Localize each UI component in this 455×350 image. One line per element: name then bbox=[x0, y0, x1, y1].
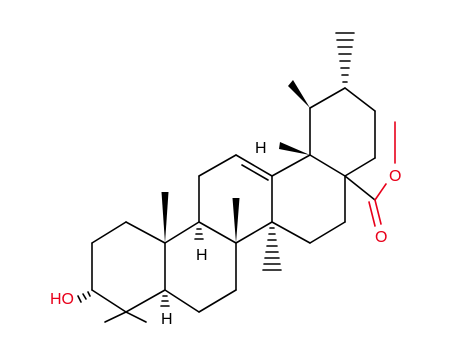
bond bbox=[125, 289, 166, 313]
bond bbox=[271, 221, 311, 244]
bond bbox=[271, 154, 311, 177]
bond bbox=[309, 154, 346, 177]
bond bbox=[198, 221, 237, 244]
ring-a bbox=[91, 221, 166, 313]
bond bbox=[235, 154, 273, 177]
hydroxyl-label: HO bbox=[50, 291, 74, 308]
hashed-bonds bbox=[77, 32, 355, 307]
wedge-bond-c18-h bbox=[279, 142, 310, 155]
bond bbox=[344, 157, 376, 177]
bond bbox=[235, 221, 273, 244]
bond-c-o-double-a bbox=[374, 199, 382, 225]
bond bbox=[309, 221, 346, 244]
ester-double-o-label: O bbox=[375, 229, 387, 246]
bond bbox=[198, 154, 237, 177]
bond bbox=[344, 87, 376, 112]
methyl-ester-group bbox=[344, 121, 396, 227]
ester-single-o-label: O bbox=[389, 168, 401, 185]
bond bbox=[125, 311, 147, 323]
h-c18-label: H bbox=[255, 140, 267, 157]
wedge-bond-c10-methyl bbox=[161, 192, 169, 243]
stereo-bonds bbox=[161, 80, 310, 243]
bond bbox=[91, 221, 127, 244]
bond bbox=[164, 289, 200, 313]
hashed-bond-c14-methyl bbox=[262, 227, 282, 271]
double-bond-inner bbox=[241, 164, 269, 181]
h-c9-label: H bbox=[196, 247, 208, 264]
bond bbox=[198, 289, 237, 313]
bond bbox=[125, 221, 166, 244]
bond-c-o-single bbox=[374, 183, 387, 201]
bond bbox=[91, 289, 127, 313]
gem-dimethyl bbox=[104, 311, 147, 323]
bond bbox=[309, 87, 346, 109]
ring-c bbox=[198, 154, 273, 244]
ring-b bbox=[164, 221, 237, 313]
hashed-bond-c9-h bbox=[194, 228, 204, 240]
hashed-bond-c5-h bbox=[160, 295, 170, 307]
bond bbox=[164, 221, 200, 244]
h-c5-label: H bbox=[161, 311, 173, 328]
bond bbox=[344, 175, 376, 201]
bond bbox=[104, 311, 127, 323]
ring-e bbox=[309, 87, 376, 177]
bond-c-o-double-b bbox=[368, 201, 376, 227]
wedge-bond-c8-methyl bbox=[232, 198, 240, 243]
hashed-bond-c20-methyl bbox=[335, 32, 355, 83]
hashed-bond-c3-oh bbox=[77, 291, 91, 303]
wedge-bond-c19-methyl bbox=[288, 80, 310, 108]
ring-d bbox=[271, 154, 346, 244]
